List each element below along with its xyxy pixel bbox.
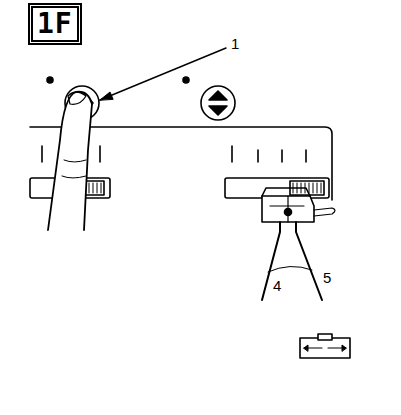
callout-number: 4 xyxy=(272,278,282,293)
needle-clamp xyxy=(262,196,314,222)
display-code: 1F xyxy=(37,10,73,38)
needle xyxy=(296,222,322,300)
indicator-dot xyxy=(183,77,189,83)
indicator-dot xyxy=(47,77,53,83)
callout-number: 5 xyxy=(322,270,332,285)
finger xyxy=(48,92,92,230)
length-slider xyxy=(225,178,329,198)
display-window: 1F xyxy=(28,3,82,45)
leader-line xyxy=(100,48,226,100)
callout-number: 1 xyxy=(230,36,240,51)
length-button xyxy=(201,86,235,120)
presser-symbol xyxy=(300,334,350,358)
